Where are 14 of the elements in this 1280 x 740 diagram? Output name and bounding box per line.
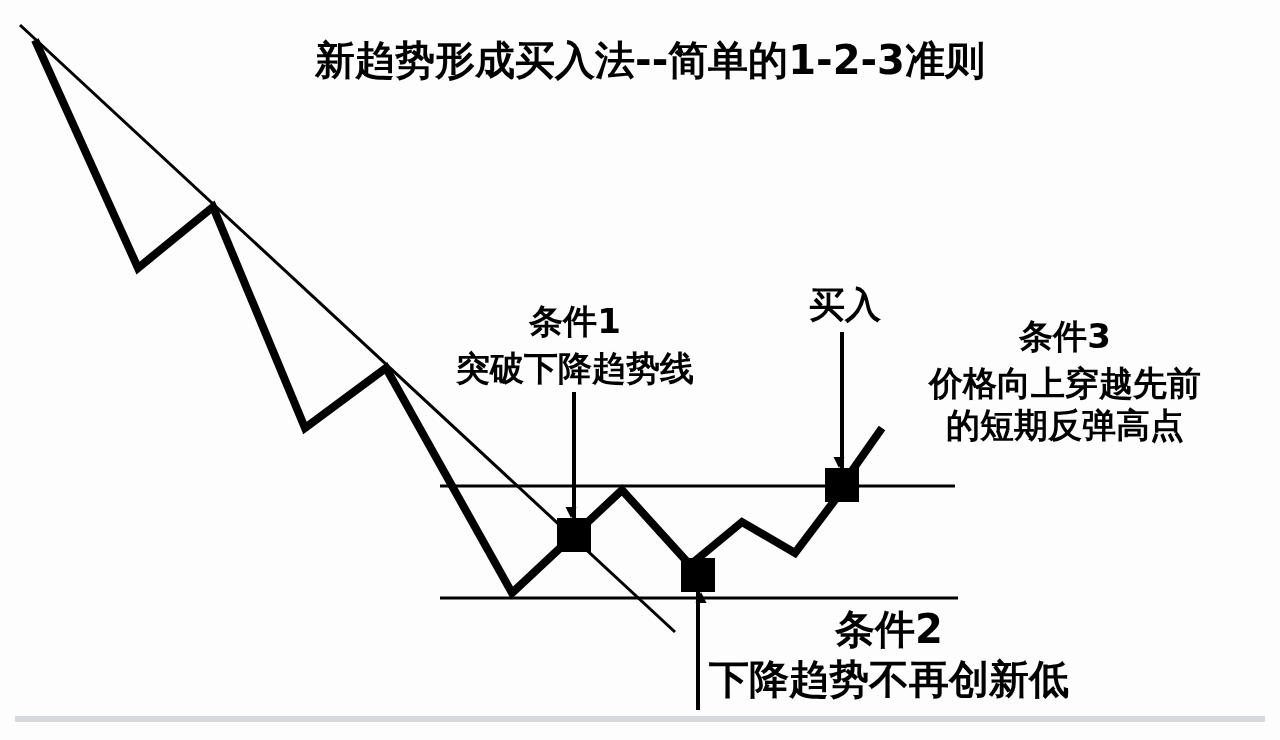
annotation-text: 价格向上穿越先前的短期反弹高点 [927, 361, 1202, 447]
annotation-text: 买入 [809, 283, 881, 327]
arrow [695, 592, 707, 710]
square-marker [681, 558, 715, 592]
square-marker [825, 468, 859, 502]
condition-heading: 条件1 [529, 300, 621, 343]
arrow [833, 332, 845, 468]
title: 新趋势形成买入法--简单的1-2-3准则 [314, 36, 986, 85]
annotation-text: 下降趋势不再创新低 [709, 655, 1069, 704]
condition-heading: 条件3 [1019, 315, 1111, 358]
square-marker [557, 518, 591, 552]
condition-heading: 条件2 [835, 605, 943, 654]
annotation-text: 突破下降趋势线 [456, 346, 694, 389]
arrow [565, 392, 577, 518]
